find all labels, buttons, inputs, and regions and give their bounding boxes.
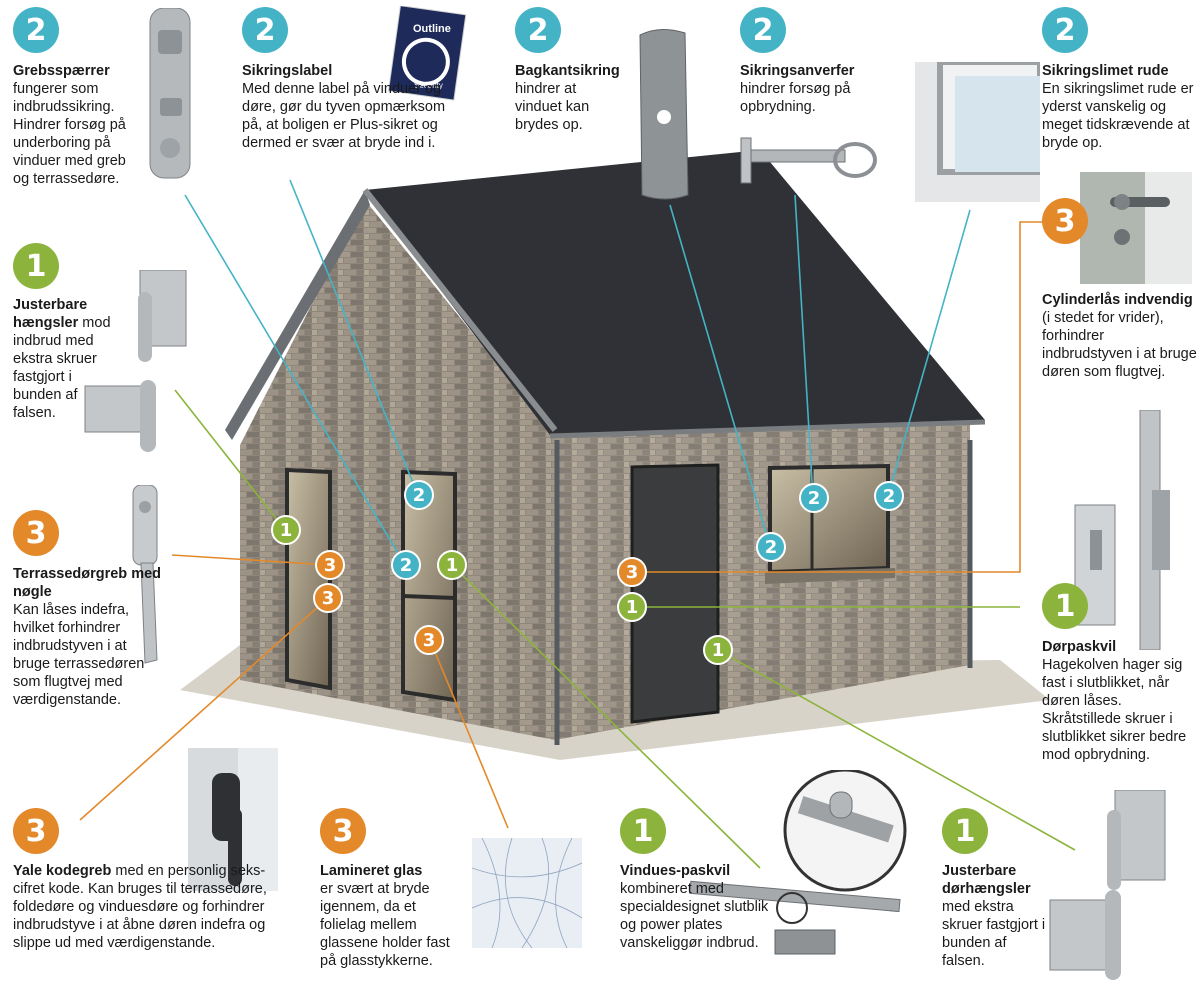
laminated-glass-image: [472, 838, 582, 948]
level-2-badge-sikringsanverfer: 2: [740, 7, 786, 53]
callout-title: Lamineret glas: [320, 863, 423, 879]
terrace-door: [285, 467, 332, 691]
callout-vinduespaskvil: Vindues-paskvil kombineret med specialde…: [620, 862, 780, 952]
callout-title: Justerbare dørhængsler: [942, 863, 1031, 897]
callout-sikringslimet-rude: Sikringslimet rude En sikringslimet rude…: [1042, 62, 1194, 152]
callout-text: er svært at bryde igennem, da et foliela…: [320, 881, 450, 969]
roof: [365, 150, 985, 435]
house-marker-1-window-espagnolette: 1: [437, 550, 467, 580]
callout-title: Sikringslimet rude: [1042, 63, 1169, 79]
adjustable-door-hinge-image: [1049, 790, 1166, 980]
callout-cylinderlaas: Cylinderlås indvendig (i stedet for vrid…: [1042, 291, 1198, 381]
security-label-brand: Outline: [413, 23, 451, 35]
front-door: [630, 463, 720, 724]
terrace-handle-image: [132, 485, 158, 664]
callout-doerpaskvil: Dørpaskvil Hagekolven hager sig fast i s…: [1042, 638, 1198, 764]
callout-title: Sikringslabel: [242, 63, 333, 79]
security-label-image: Outline Security: [388, 6, 467, 101]
level-1-badge-justerbare-haengsler: 1: [13, 243, 59, 289]
callout-title: Vindues-paskvil: [620, 863, 731, 879]
callout-text: kombineret med specialdesignet slutblik …: [620, 881, 769, 951]
callout-terrassedoergreb: Terrassedørgreb med nøgle Kan låses inde…: [13, 565, 163, 709]
door-latch-image: [1074, 410, 1170, 650]
callout-text: Kan låses indefra, hvilket forhindrer in…: [13, 602, 145, 708]
house-marker-1-hinge: 1: [271, 515, 301, 545]
house-marker-3-cylinder-lock: 3: [617, 557, 647, 587]
callout-title: Bagkantsikring: [515, 63, 620, 79]
callout-title: Dørpaskvil: [1042, 639, 1117, 655]
level-2-badge-sikringslabel: 2: [242, 7, 288, 53]
level-3-badge-lamineret-glas: 3: [320, 808, 366, 854]
callout-text: mod indbrud med ekstra skruer fastgjort …: [13, 315, 111, 421]
glued-pane-image: [915, 62, 1040, 202]
callout-title: Terrassedørgreb med nøgle: [13, 566, 162, 600]
adjustable-hinge-image: [84, 270, 187, 452]
callout-justerbare-doerhaengsler: Justerbare dørhængsler med ekstra skruer…: [942, 862, 1052, 970]
house-marker-2-sikringslimet-rude: 2: [874, 481, 904, 511]
window-espagnolette-image: [689, 770, 907, 955]
callout-text: Med denne label på vinduer og døre, gør …: [242, 81, 446, 151]
callout-text: En sikringslimet rude er yderst vanskeli…: [1042, 81, 1194, 151]
callout-title: Sikringsanverfer: [740, 63, 855, 79]
cylinder-lock-image: [1080, 172, 1192, 284]
callout-text: hindrer at vinduet kan brydes op.: [515, 81, 590, 133]
house-marker-3-laminated-glass: 3: [414, 625, 444, 655]
callout-grebsspaerrer: Grebsspærrer fungerer som indbrudssikrin…: [13, 62, 138, 188]
callout-text: med en personlig seks-cifret kode. Kan b…: [13, 863, 267, 951]
callout-yale-kodegreb: Yale kodegreb med en personlig seks-cifr…: [13, 862, 285, 952]
window-handle-lock-image: [149, 8, 191, 179]
house-marker-2-grebsspaerrer: 2: [391, 550, 421, 580]
security-hook-image: [740, 137, 877, 184]
callout-title: Grebsspærrer: [13, 63, 110, 79]
callout-sikringsanverfer: Sikringsanverfer hindrer forsøg på opbry…: [740, 62, 865, 116]
house-marker-1-door-hinge: 1: [703, 635, 733, 665]
callout-text: hindrer forsøg på opbrydning.: [740, 81, 851, 115]
house-marker-3-terrace-handle: 3: [315, 550, 345, 580]
callout-title: Justerbare hængsler: [13, 297, 88, 331]
house-marker-2-sikringsanverfer: 2: [799, 483, 829, 513]
level-3-badge-yale-kodegreb: 3: [13, 808, 59, 854]
level-3-badge-cylinderlaas: 3: [1042, 198, 1088, 244]
level-2-badge-grebsspaerrer: 2: [13, 7, 59, 53]
house-marker-2-sikringslabel: 2: [404, 480, 434, 510]
house-marker-3-yale: 3: [313, 583, 343, 613]
callout-sikringslabel: Sikringslabel Med denne label på vinduer…: [242, 62, 447, 152]
callout-justerbare-haengsler: Justerbare hængsler mod indbrud med ekst…: [13, 296, 118, 422]
roof-edge: [225, 190, 370, 440]
callout-bagkantsikring: Bagkantsikring hindrer at vinduet kan br…: [515, 62, 625, 134]
callout-title: Cylinderlås indvendig: [1042, 292, 1193, 308]
level-1-badge-doerpaskvil: 1: [1042, 583, 1088, 629]
callout-lamineret-glas: Lamineret glas er svært at bryde igennem…: [320, 862, 465, 970]
callout-text: (i stedet for vrider), forhindrer indbru…: [1042, 310, 1197, 380]
callout-title: Yale kodegreb: [13, 863, 112, 879]
back-edge-lock-image: [639, 29, 689, 200]
callout-text: fungerer som indbrudssikring. Hindrer fo…: [13, 81, 126, 187]
yale-code-handle-image: [188, 748, 278, 891]
level-3-badge-terrassedoergreb: 3: [13, 510, 59, 556]
security-label-sub: Security: [414, 81, 443, 90]
callout-text: med ekstra skruer fastgjort i bunden af …: [942, 899, 1046, 969]
level-2-badge-sikringslimet-rude: 2: [1042, 7, 1088, 53]
house-marker-1-door-latch: 1: [617, 592, 647, 622]
level-1-badge-vinduespaskvil: 1: [620, 808, 666, 854]
level-2-badge-bagkantsikring: 2: [515, 7, 561, 53]
callout-text: Hagekolven hager sig fast i slutblikket,…: [1042, 657, 1187, 763]
level-1-badge-justerbare-doerhaengsler: 1: [942, 808, 988, 854]
front-window: [768, 463, 890, 575]
house-marker-2-bagkantsikring: 2: [756, 532, 786, 562]
